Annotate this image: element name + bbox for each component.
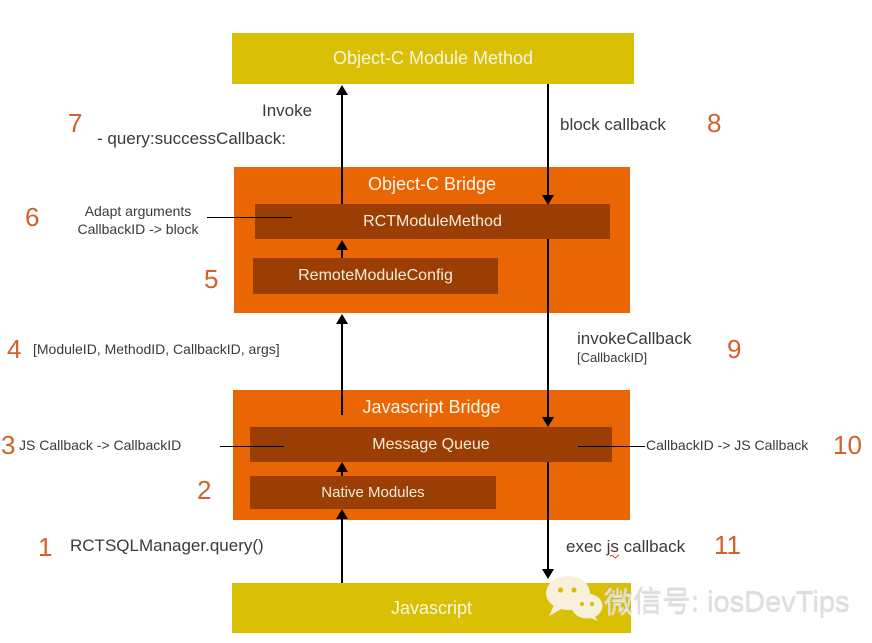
step-number-8: 8 (707, 108, 722, 138)
box-javascript-label: Javascript (390, 598, 473, 618)
bar-message-queue: Message Queue (250, 427, 612, 462)
bar-remote-module-config: RemoteModuleConfig (253, 258, 498, 294)
label-adapt-arguments-line2: CallbackID -> block (77, 221, 199, 237)
bar-rct-module-method: RCTModuleMethod (255, 204, 610, 239)
step-number-9: 9 (727, 334, 742, 364)
box-objc-bridge-title: Object-C Bridge (367, 174, 497, 194)
label-adapt-arguments-line1: Adapt arguments (84, 203, 192, 219)
step-number-11: 11 (714, 530, 741, 560)
label-exec-js-word: js (606, 537, 619, 556)
watermark-text: 微信号: iosDevTips (604, 587, 850, 619)
step-number-3: 3 (1, 430, 16, 460)
label-invoke-callback: invokeCallback (577, 329, 692, 348)
step-number-10: 10 (833, 430, 862, 460)
box-objc-module-method: Object-C Module Method (232, 33, 634, 84)
label-callbackid-to-js-callback: CallbackID -> JS Callback (646, 437, 809, 453)
wechat-icon (544, 574, 604, 627)
step-number-4: 4 (7, 334, 22, 364)
box-js-bridge: Javascript Bridge Message Queue Native M… (233, 390, 630, 520)
label-adapt-arguments: Adapt arguments CallbackID -> block (66, 202, 210, 238)
connector-adapt-arguments (207, 217, 292, 218)
label-exec-js-callback: exec js callback (566, 537, 685, 557)
label-module-method-callback-args: [ModuleID, MethodID, CallbackID, args] (33, 341, 280, 357)
box-js-bridge-title: Javascript Bridge (362, 397, 501, 417)
connector-callbackid (578, 446, 645, 447)
label-exec-post: callback (618, 537, 686, 556)
label-block-callback: block callback (560, 115, 666, 134)
step-number-7: 7 (68, 108, 83, 138)
box-objc-bridge: Object-C Bridge RCTModuleMethod RemoteMo… (234, 167, 630, 313)
step-number-2: 2 (197, 475, 212, 505)
bar-native-modules: Native Modules (250, 476, 496, 509)
label-query-success-callback: - query:successCallback: (97, 129, 286, 148)
box-objc-module-method-label: Object-C Module Method (332, 48, 534, 68)
label-callbackid-bracket: [CallbackID] (577, 350, 648, 365)
step-number-6: 6 (25, 202, 40, 232)
step-number-5: 5 (204, 264, 219, 294)
step-number-1: 1 (38, 532, 53, 562)
label-invoke: Invoke (262, 101, 313, 120)
label-exec-pre: exec (566, 537, 607, 556)
label-rctsqlmanager-query: RCTSQLManager.query() (70, 536, 264, 555)
connector-js-callback (220, 446, 284, 447)
label-js-callback-to-callbackid: JS Callback -> CallbackID (19, 437, 182, 453)
